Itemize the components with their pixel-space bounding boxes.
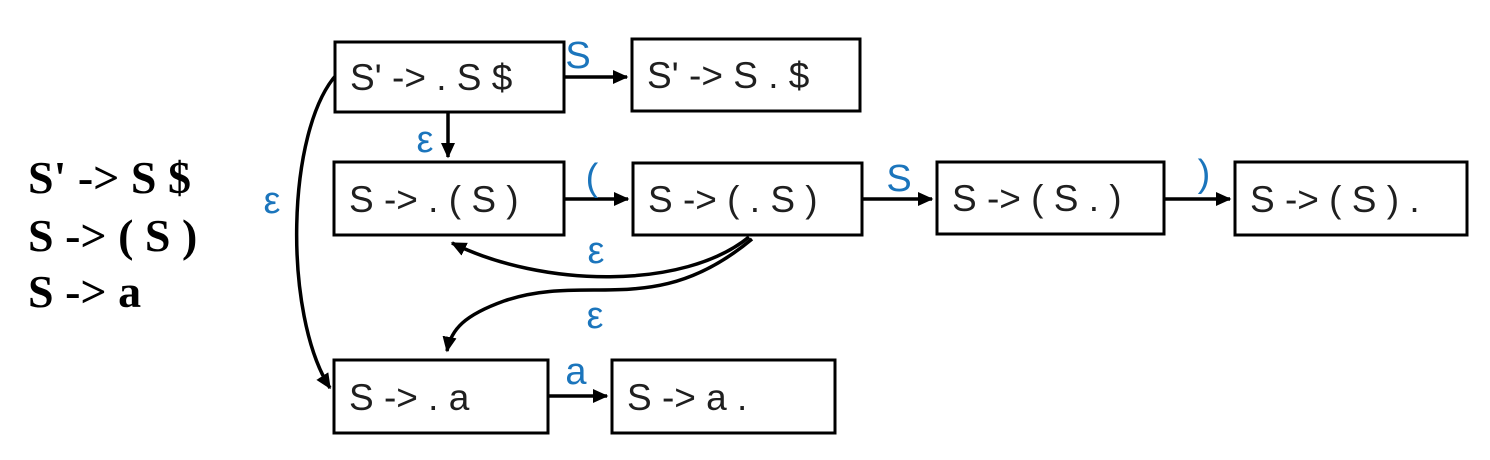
state-box — [630, 37, 862, 113]
transition-s3-s6: ε — [442, 237, 754, 353]
transition-s0-s6: ε — [264, 72, 339, 390]
state-label: S -> ( S ) . — [1250, 179, 1420, 220]
state-box — [332, 160, 566, 237]
state-s1: S' -> S . $ — [630, 37, 862, 113]
transition-label: ( — [586, 157, 599, 199]
grammar-listing: S' -> S $ S -> ( S ) S -> a — [28, 152, 197, 317]
transition-label: ε — [417, 119, 434, 161]
state-s3: S -> ( . S ) — [631, 161, 864, 237]
transition-label: a — [565, 351, 587, 393]
grammar-rule-1: S' -> S $ — [28, 152, 191, 203]
transition-s3-s4: S — [862, 158, 934, 207]
transition-label: S — [565, 35, 590, 77]
transition-s0-s2: ε — [417, 113, 456, 161]
state-s7: S -> a . — [610, 358, 837, 435]
grammar-rule-3: S -> a — [28, 266, 141, 317]
transition-label: ε — [264, 180, 281, 222]
state-s6: S -> . a — [332, 358, 550, 435]
transition-s0-s1: S — [564, 35, 629, 85]
transition-label: ) — [1198, 153, 1211, 195]
transition-label: S — [886, 158, 911, 200]
state-label: S -> ( S . ) — [952, 178, 1122, 219]
transitions: S ε ε ( S ) ε — [264, 35, 1232, 404]
state-s4: S -> ( S . ) — [935, 160, 1166, 236]
state-label: S' -> . S $ — [350, 57, 512, 98]
states: S' -> . S $ S' -> S . $ S -> . ( S ) S -… — [332, 37, 1469, 435]
state-label: S -> ( . S ) — [648, 179, 818, 220]
transition-s2-s3: ( — [564, 157, 630, 207]
transition-arrow — [442, 237, 754, 353]
state-s2: S -> . ( S ) — [332, 160, 566, 237]
transition-arrow — [294, 72, 339, 390]
transition-s4-s5: ) — [1164, 153, 1232, 207]
state-s5: S -> ( S ) . — [1233, 160, 1469, 237]
state-label: S -> . ( S ) — [349, 179, 519, 220]
state-label: S -> a . — [627, 377, 747, 418]
state-s0: S' -> . S $ — [333, 40, 566, 114]
transition-s6-s7: a — [548, 351, 609, 404]
state-box — [610, 358, 837, 435]
state-box — [1233, 160, 1469, 237]
transition-s3-s2: ε — [450, 230, 751, 279]
state-box — [332, 358, 550, 435]
transition-label: ε — [588, 230, 605, 272]
state-label: S' -> S . $ — [647, 55, 809, 96]
grammar-rule-2: S -> ( S ) — [28, 210, 197, 261]
transition-label: ε — [587, 295, 604, 337]
state-box — [333, 40, 566, 114]
state-box — [935, 160, 1166, 236]
state-label: S -> . a — [349, 377, 470, 418]
state-box — [631, 161, 864, 237]
transition-arrow — [450, 235, 751, 279]
